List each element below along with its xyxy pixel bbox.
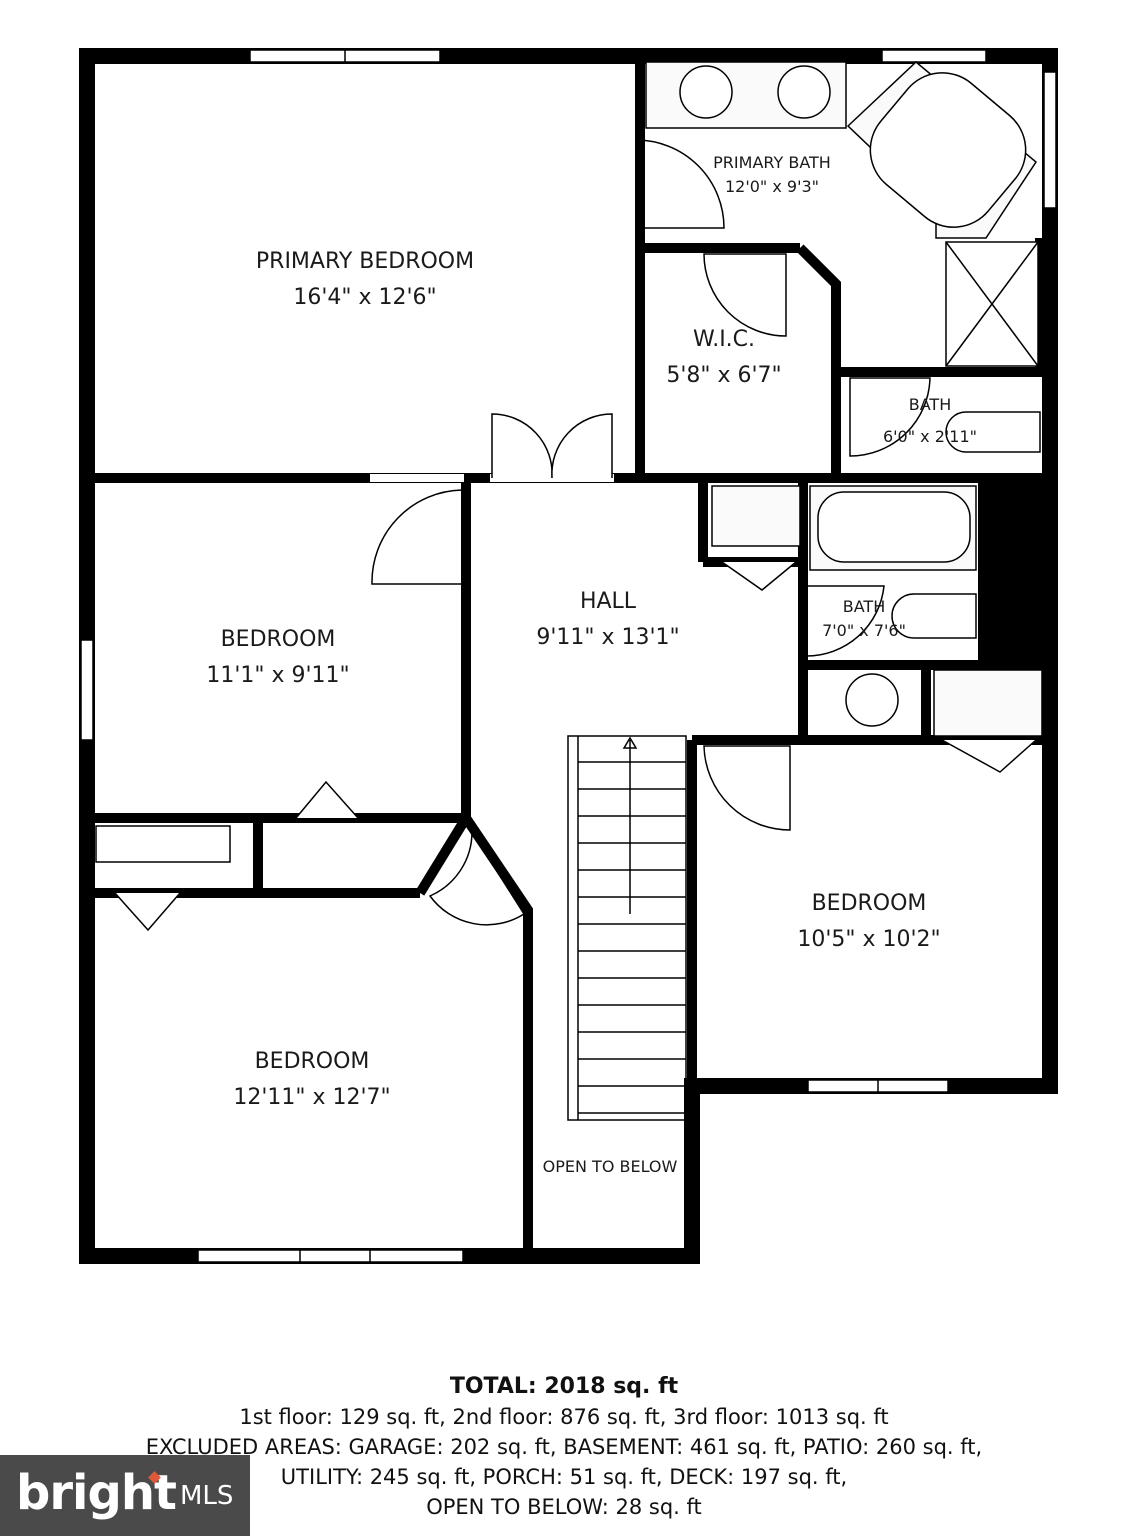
wic-name: W.I.C. (693, 327, 755, 352)
bedroom-right-name: BEDROOM (812, 891, 927, 916)
bedroom-bottom-dims: 12'11" x 12'7" (233, 1085, 390, 1110)
excluded-areas-2: UTILITY: 245 sq. ft, PORCH: 51 sq. ft, D… (280, 1465, 848, 1489)
hall-dims: 9'11" x 13'1" (536, 625, 679, 650)
open-to-below-label: OPEN TO BELOW (543, 1157, 678, 1176)
bedroom-left-name: BEDROOM (221, 627, 336, 652)
wic-dims: 5'8" x 6'7" (666, 363, 781, 388)
bedroom-left-dims: 11'1" x 9'11" (206, 663, 349, 688)
bath-hall-name: BATH (843, 597, 885, 616)
staircase (567, 735, 687, 1121)
excluded-areas-3: OPEN TO BELOW: 28 sq. ft (426, 1495, 702, 1519)
bath-small-name: BATH (909, 395, 951, 414)
watermark-suffix: MLS (180, 1481, 234, 1511)
bath-small-dims: 6'0" x 2'11" (883, 427, 977, 446)
hall-name: HALL (580, 589, 637, 614)
bath-hall-dims: 7'0" x 7'6" (822, 621, 906, 640)
room-labels: PRIMARY BEDROOM 16'4" x 12'6" PRIMARY BA… (206, 153, 977, 1176)
windows (80, 49, 1057, 1263)
bedroom-right-dims: 10'5" x 10'2" (797, 927, 940, 952)
bedroom-bottom-name: BEDROOM (255, 1049, 370, 1074)
floor-breakdown: 1st floor: 129 sq. ft, 2nd floor: 876 sq… (239, 1405, 889, 1429)
doors (114, 139, 1037, 932)
primary-bedroom-name: PRIMARY BEDROOM (256, 249, 474, 274)
primary-bedroom-dims: 16'4" x 12'6" (293, 285, 436, 310)
bright-mls-watermark: bright MLS (0, 1455, 250, 1536)
bath-fixtures (95, 60, 1043, 863)
chase-block (978, 478, 1050, 665)
primary-bath-name: PRIMARY BATH (713, 153, 831, 172)
excluded-areas-1: EXCLUDED AREAS: GARAGE: 202 sq. ft, BASE… (145, 1435, 983, 1459)
area-totals: TOTAL: 2018 sq. ft 1st floor: 129 sq. ft… (0, 1372, 1128, 1522)
total-area: TOTAL: 2018 sq. ft (449, 1374, 679, 1399)
primary-bath-dims: 12'0" x 9'3" (725, 177, 819, 196)
